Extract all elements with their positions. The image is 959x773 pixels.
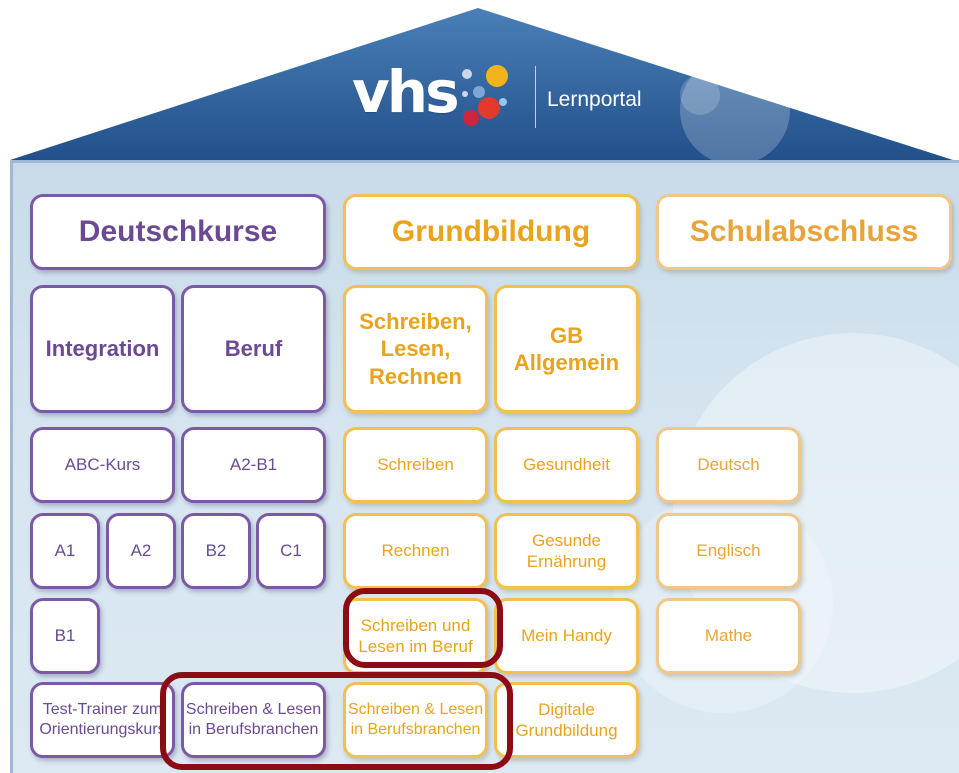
schreiben-tile[interactable]: Schreiben — [343, 427, 488, 503]
mein-handy-tile[interactable]: Mein Handy — [494, 598, 639, 674]
gesundheit-tile[interactable]: Gesundheit — [494, 427, 639, 503]
b1-tile[interactable]: B1 — [30, 598, 100, 674]
deutschkurse-header[interactable]: Deutschkurse — [30, 194, 326, 270]
vhs-lernportal-logo[interactable]: vhs Lernportal — [352, 58, 672, 142]
a2-b1-tile[interactable]: A2-B1 — [181, 427, 326, 503]
test-trainer-tile[interactable]: Test-Trainer zum Orientierungskurs — [30, 682, 175, 758]
grundbildung-header[interactable]: Grundbildung — [343, 194, 639, 270]
abc-kurs-tile[interactable]: ABC-Kurs — [30, 427, 175, 503]
rechnen-tile[interactable]: Rechnen — [343, 513, 488, 589]
schreiben-lesen-rechnen-tile[interactable]: Schreiben, Lesen, Rechnen — [343, 285, 488, 413]
deutsch-tile[interactable]: Deutsch — [656, 427, 801, 503]
logo-divider — [535, 66, 536, 128]
schulabschluss-header[interactable]: Schulabschluss — [656, 194, 952, 270]
c1-tile[interactable]: C1 — [256, 513, 326, 589]
deutsch-berufsbranchen-tile[interactable]: Schreiben & Lesen in Berufsbranchen — [181, 682, 326, 758]
englisch-tile[interactable]: Englisch — [656, 513, 801, 589]
vhs-wordmark: vhs — [352, 58, 460, 126]
integration-tile[interactable]: Integration — [30, 285, 175, 413]
schreiben-lesen-beruf-tile[interactable]: Schreiben und Lesen im Beruf — [343, 598, 488, 674]
beruf-tile[interactable]: Beruf — [181, 285, 326, 413]
digitale-grundbildung-tile[interactable]: Digitale Grundbildung — [494, 682, 639, 758]
grundbildung-berufsbranchen-tile[interactable]: Schreiben & Lesen in Berufsbranchen — [343, 682, 488, 758]
lernportal-label: Lernportal — [547, 88, 642, 111]
gb-allgemein-tile[interactable]: GB Allgemein — [494, 285, 639, 413]
vhs-bubbles-icon — [462, 65, 508, 126]
gesunde-ernaehrung-tile[interactable]: Gesunde Ernährung — [494, 513, 639, 589]
mathe-tile[interactable]: Mathe — [656, 598, 801, 674]
a1-tile[interactable]: A1 — [30, 513, 100, 589]
a2-tile[interactable]: A2 — [106, 513, 176, 589]
b2-tile[interactable]: B2 — [181, 513, 251, 589]
